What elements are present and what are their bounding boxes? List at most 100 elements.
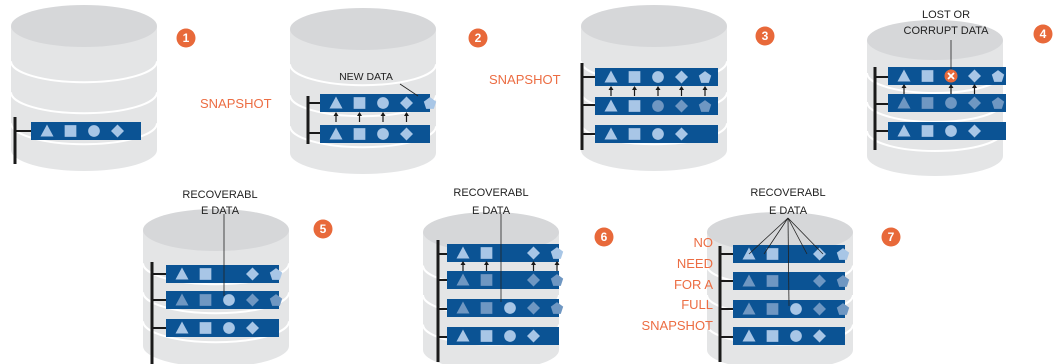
bar-fill bbox=[31, 122, 141, 140]
pentagon-icon bbox=[698, 100, 712, 112]
diamond-icon bbox=[111, 124, 124, 138]
snapshot-bar bbox=[166, 291, 283, 309]
step-number: 2 bbox=[475, 31, 482, 45]
square-icon bbox=[628, 100, 641, 112]
circle-icon bbox=[223, 294, 235, 306]
note-pointer bbox=[787, 217, 808, 255]
snapshot-bar bbox=[595, 68, 718, 86]
no-full-snapshot-label: NEED bbox=[677, 256, 713, 271]
step-badge-circle bbox=[594, 227, 614, 247]
triangle-icon bbox=[175, 321, 189, 334]
circle-icon bbox=[652, 100, 664, 112]
step-badge-7: 7 bbox=[881, 227, 901, 247]
step-badge-6: 6 bbox=[594, 227, 614, 247]
storage-rail bbox=[873, 67, 877, 150]
up-arrow-head bbox=[702, 86, 708, 90]
step-badge-circle bbox=[176, 28, 196, 48]
triangle-icon bbox=[456, 273, 470, 286]
snapshot-label: SNAPSHOT bbox=[489, 72, 561, 87]
circle-icon bbox=[652, 128, 664, 140]
cylinder-ring bbox=[289, 64, 437, 87]
up-arrow-head bbox=[531, 261, 536, 265]
diamond-icon bbox=[527, 329, 540, 343]
snapshot-bar bbox=[733, 327, 845, 345]
x-stroke bbox=[947, 72, 955, 80]
up-arrow-head bbox=[554, 261, 560, 265]
storage-rail bbox=[13, 117, 17, 164]
diamond-icon bbox=[813, 302, 826, 316]
step-number: 3 bbox=[762, 29, 769, 43]
square-icon bbox=[199, 322, 212, 334]
square-icon bbox=[353, 97, 366, 109]
square-icon bbox=[199, 294, 212, 306]
square-icon bbox=[628, 71, 641, 83]
triangle-icon bbox=[742, 329, 756, 342]
note-pointer bbox=[787, 217, 824, 255]
square-icon bbox=[921, 97, 934, 109]
note-pointer bbox=[763, 217, 789, 255]
snapshot-bar bbox=[166, 319, 279, 337]
pentagon-icon bbox=[991, 70, 1005, 82]
storage-rail bbox=[306, 96, 310, 144]
square-icon bbox=[766, 330, 779, 342]
diamond-icon bbox=[400, 96, 413, 110]
cylinder-ring bbox=[10, 92, 158, 115]
pentagon-icon bbox=[269, 294, 283, 306]
step-badge-1: 1 bbox=[176, 28, 196, 48]
pentagon-icon bbox=[550, 247, 564, 259]
triangle-icon bbox=[604, 99, 618, 112]
storage-rail bbox=[580, 63, 584, 150]
cylinder-5 bbox=[142, 209, 290, 364]
triangle-icon bbox=[40, 124, 54, 137]
triangle-icon bbox=[604, 70, 618, 83]
step-badge-3: 3 bbox=[755, 26, 775, 46]
circle-icon bbox=[652, 71, 664, 83]
recoverable-note: RECOVERABL bbox=[453, 187, 528, 199]
diamond-icon bbox=[527, 246, 540, 260]
snapshot-bar bbox=[447, 299, 564, 317]
bar-fill bbox=[320, 94, 430, 112]
square-icon bbox=[64, 125, 77, 137]
no-full-snapshot-label: SNAPSHOT bbox=[641, 318, 713, 333]
diamond-icon bbox=[813, 247, 826, 261]
no-full-snapshot-label: FULL bbox=[681, 297, 713, 312]
step-badge-circle bbox=[755, 26, 775, 46]
no-full-snapshot-label: NO bbox=[694, 235, 714, 250]
snapshot-bar bbox=[447, 271, 564, 289]
snapshot-bar bbox=[320, 125, 430, 143]
circle-icon bbox=[377, 97, 389, 109]
recoverable-note: RECOVERABL bbox=[182, 189, 257, 201]
up-arrow-head bbox=[655, 86, 661, 90]
snapshot-bar bbox=[447, 327, 559, 345]
note-pointer bbox=[787, 217, 790, 307]
up-arrow-head bbox=[460, 261, 466, 265]
cylinder-top bbox=[143, 209, 289, 251]
square-icon bbox=[480, 247, 493, 259]
triangle-icon bbox=[897, 69, 911, 82]
cylinder-body bbox=[11, 26, 157, 171]
circle-icon bbox=[88, 125, 100, 137]
diamond-icon bbox=[400, 127, 413, 141]
circle-icon bbox=[504, 302, 516, 314]
recoverable-note: E DATA bbox=[769, 205, 808, 217]
triangle-icon bbox=[897, 124, 911, 137]
triangle-icon bbox=[742, 302, 756, 315]
circle-icon bbox=[377, 128, 389, 140]
diamond-icon bbox=[968, 124, 981, 138]
square-icon bbox=[766, 303, 779, 315]
step-badge-4: 4 bbox=[1033, 24, 1053, 44]
pentagon-icon bbox=[836, 275, 850, 287]
bar-fill bbox=[447, 271, 559, 289]
square-icon bbox=[921, 70, 934, 82]
snapshot-bar bbox=[31, 122, 141, 140]
diamond-icon bbox=[246, 267, 259, 281]
triangle-icon bbox=[175, 293, 189, 306]
diamond-icon bbox=[968, 69, 981, 83]
square-icon bbox=[766, 275, 779, 287]
step-badge-circle bbox=[1033, 24, 1053, 44]
up-arrow-head bbox=[333, 112, 339, 116]
step-badge-circle bbox=[881, 227, 901, 247]
content-layer bbox=[13, 63, 1006, 364]
cylinder-1 bbox=[10, 5, 158, 171]
